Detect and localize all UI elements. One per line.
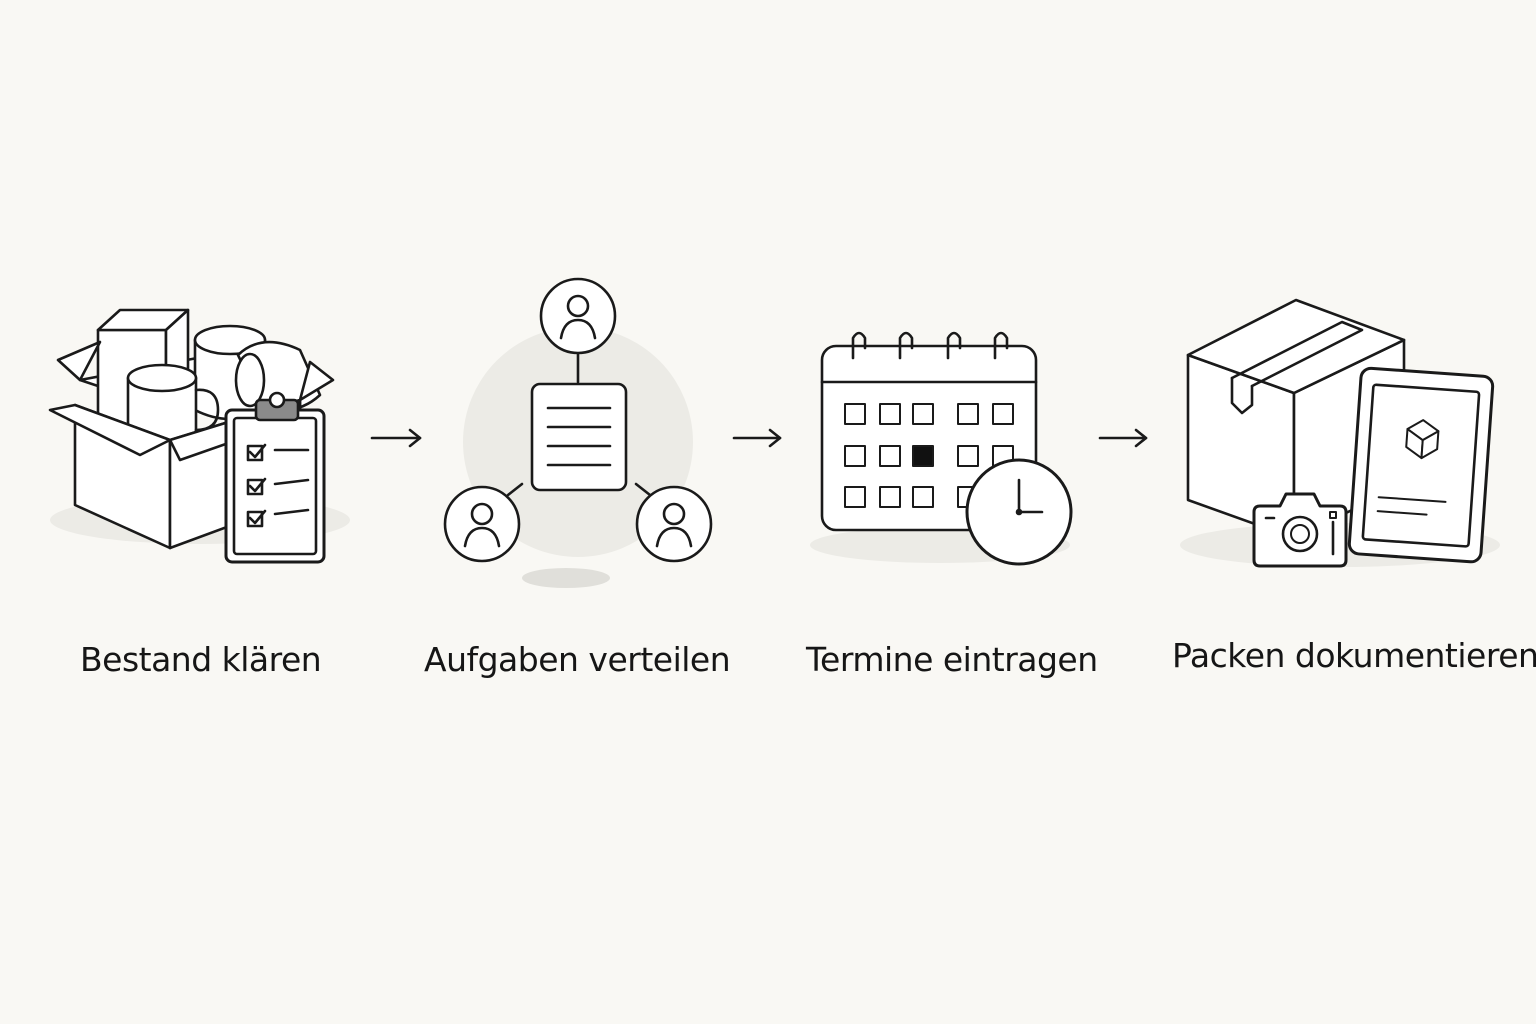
step-label-1: Bestand klären xyxy=(80,640,322,679)
arrow-right-icon xyxy=(370,428,422,448)
step-label-3: Termine eintragen xyxy=(806,640,1098,679)
calendar-clock-icon xyxy=(810,331,1073,566)
box-with-clipboard-icon xyxy=(48,308,350,564)
step-label-2: Aufgaben verteilen xyxy=(424,640,731,679)
arrow-right-icon xyxy=(1098,428,1148,448)
arrow-right-icon xyxy=(732,428,782,448)
step-label-4: Packen dokumentieren xyxy=(1172,636,1536,675)
package-photo-tablet-icon xyxy=(1180,298,1500,568)
task-distribution-icon xyxy=(443,277,713,588)
